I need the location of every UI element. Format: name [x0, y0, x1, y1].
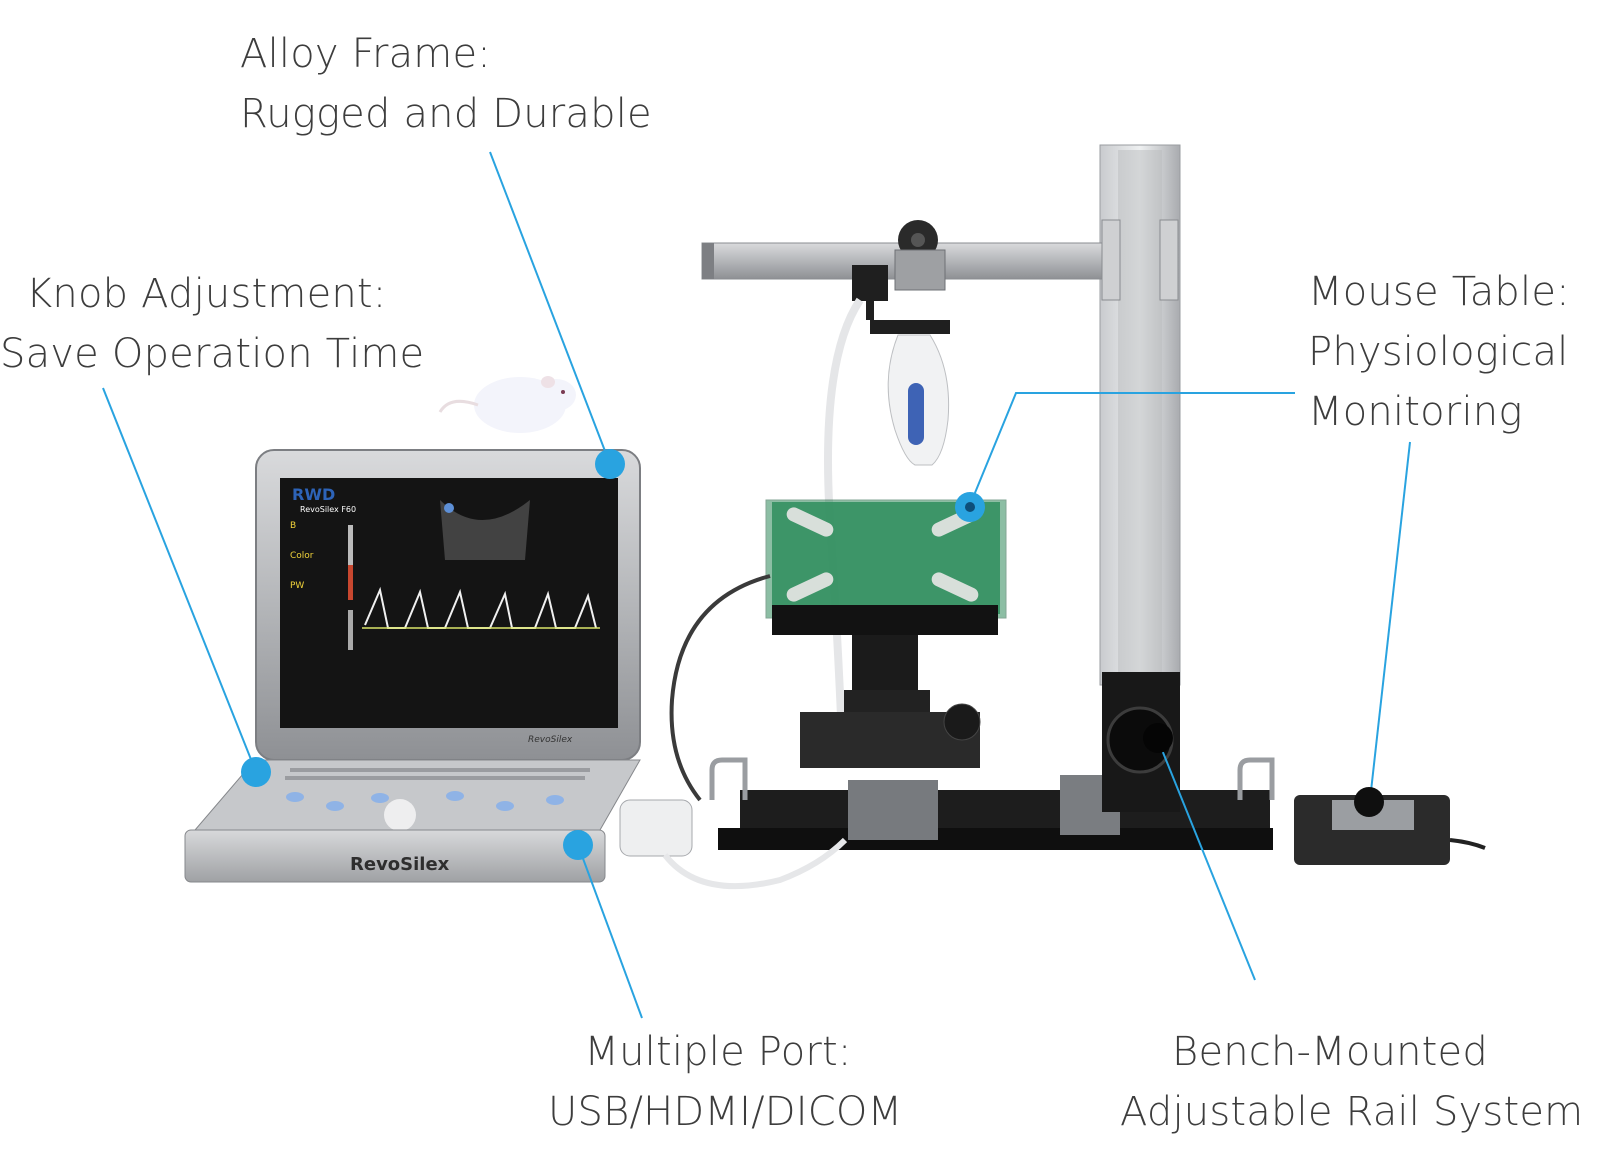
bezel-label: RevoSilex	[528, 735, 573, 745]
callout-knob-adjustment: Knob Adjustment: Save Operation Time	[0, 264, 424, 384]
callout-rail-system: Bench-Mounted Adjustable Rail System	[1120, 1022, 1584, 1142]
leader-mouse-table	[969, 392, 1295, 506]
callout-mouse-table: Mouse Table: Physiological Monitoring	[1308, 262, 1570, 442]
marker-multiple-port	[563, 830, 593, 860]
foot-pedal	[1294, 795, 1486, 865]
ultrasound-system: RWD RevoSilex F60 B Color PW RevoSilex R…	[184, 449, 848, 890]
callout-alloy-frame: Alloy Frame: Rugged and Durable	[240, 24, 652, 144]
callout-knob-desc: Save Operation Time	[0, 331, 425, 377]
callout-alloy-frame-title: Alloy Frame:	[240, 31, 491, 77]
leader-lines	[102, 151, 1411, 1019]
callout-markers	[241, 449, 1384, 860]
marker-foot-pedal	[1354, 787, 1384, 817]
marker-screen	[444, 503, 454, 513]
leader-knob-adjustment	[102, 387, 257, 773]
callout-rail-desc: Adjustable Rail System	[1120, 1089, 1584, 1135]
callout-rail-title: Bench-Mounted	[1172, 1029, 1488, 1075]
rail-stage-assembly	[669, 144, 1275, 850]
marker-knob-adjustment	[241, 757, 271, 787]
callout-mouse-table-title: Mouse Table:	[1308, 269, 1570, 315]
callout-mouse-table-desc2: Monitoring	[1308, 389, 1523, 435]
base-label: RevoSilex	[350, 854, 450, 875]
leader-foot-pedal	[1369, 441, 1411, 801]
marker-rail-knob	[1143, 723, 1173, 753]
screen-model: RevoSilex F60	[300, 505, 356, 514]
callout-port-desc: USB/HDMI/DICOM	[548, 1089, 903, 1135]
screen-mode-color: Color	[290, 551, 314, 561]
callout-mouse-table-desc1: Physiological	[1308, 329, 1569, 375]
screen-mode-b: B	[290, 521, 296, 531]
mouse-illustration	[438, 376, 576, 433]
callout-alloy-frame-desc: Rugged and Durable	[240, 91, 652, 137]
leader-rail-system	[1159, 744, 1256, 981]
callout-knob-title: Knob Adjustment:	[26, 271, 387, 317]
callout-multiple-port: Multiple Port: USB/HDMI/DICOM	[548, 1022, 903, 1142]
marker-alloy-frame	[595, 449, 625, 479]
leader-alloy-frame	[489, 151, 611, 465]
screen-mode-pw: PW	[290, 581, 304, 591]
screen-brand-logo: RWD	[292, 485, 335, 504]
callout-port-title: Multiple Port:	[584, 1029, 852, 1075]
leader-multiple-port	[577, 844, 643, 1019]
